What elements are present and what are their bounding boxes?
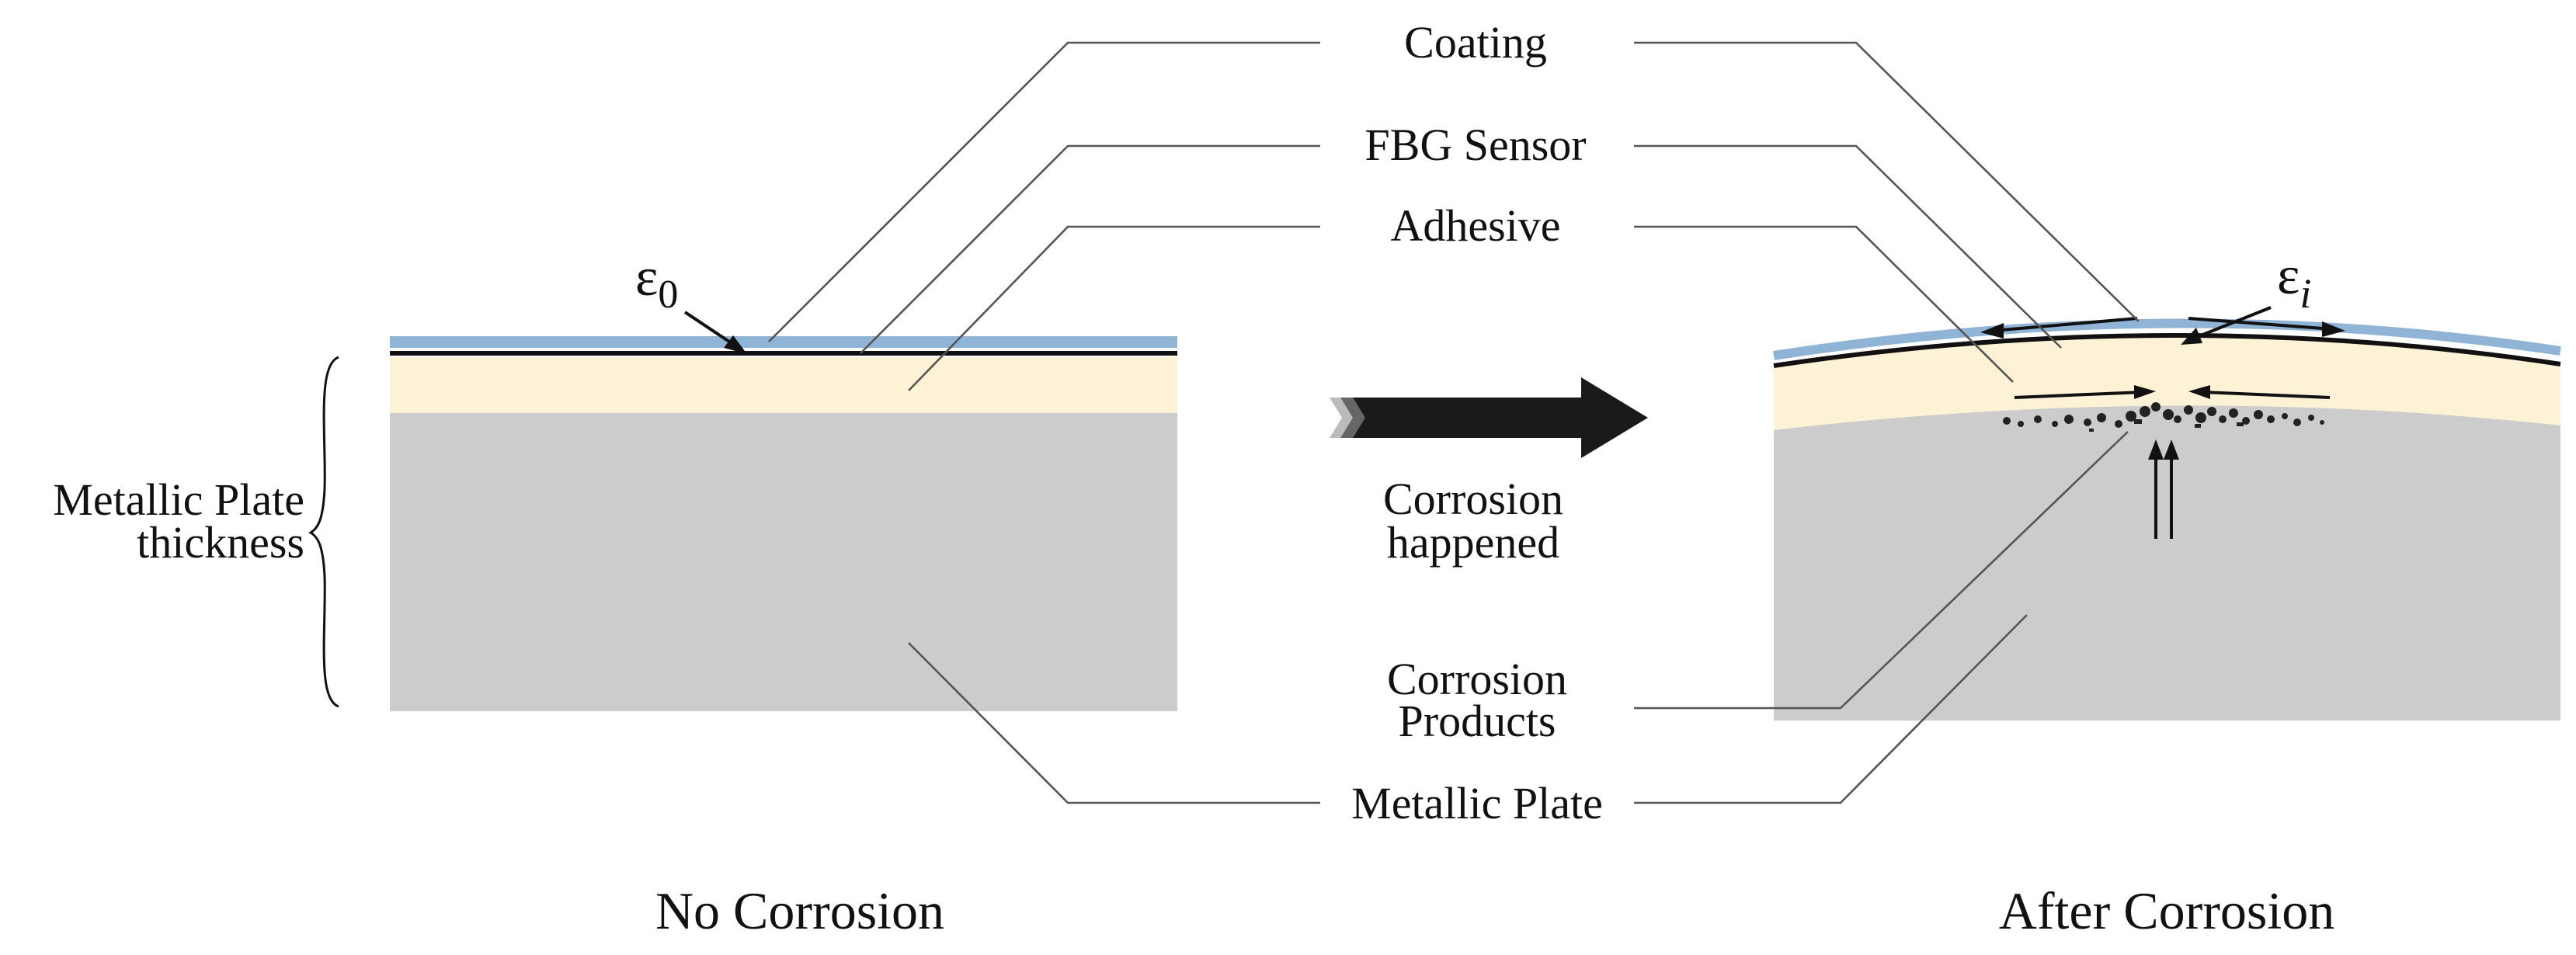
corrosion-products-label-line2: Products <box>1399 696 1556 746</box>
strain-epsilon-i-arrowhead <box>2181 328 2202 345</box>
adhesive-layer-left <box>390 357 1177 413</box>
leader-lines <box>768 41 2140 804</box>
strain-epsilon-i-arrow <box>2192 306 2272 340</box>
specimen-no-corrosion <box>390 336 1177 711</box>
adhesive-label: Adhesive <box>1390 200 1560 251</box>
process-arrow <box>1330 377 1648 458</box>
fbg-sensor-label: FBG Sensor <box>1364 120 1586 170</box>
corrosion-happened-line1: Corrosion <box>1383 474 1563 524</box>
coating-layer-left <box>390 336 1177 348</box>
thickness-label-line1: Metallic Plate <box>53 474 304 525</box>
strain-epsilon-0: ε0 <box>635 248 678 317</box>
thickness-label-line2: thickness <box>137 517 304 568</box>
fbg-sensor-left <box>390 351 1177 356</box>
caption-no-corrosion: No Corrosion <box>655 881 944 940</box>
corrosion-happened-line2: happened <box>1387 517 1559 568</box>
metallic-plate-left <box>390 413 1177 711</box>
corrosion-products-label-line1: Corrosion <box>1387 654 1567 704</box>
fbg-sensor-right <box>1773 333 2561 368</box>
specimen-after-corrosion <box>1773 318 2561 721</box>
coating-layer-right <box>1773 318 2561 360</box>
coating-label: Coating <box>1404 17 1547 68</box>
caption-after-corrosion: After Corrosion <box>1999 881 2334 940</box>
metallic-plate-label: Metallic Plate <box>1351 778 1603 828</box>
strain-arrows-after <box>1980 317 2345 539</box>
corrosion-products <box>2003 402 2324 432</box>
strain-epsilon-0-arrowhead <box>724 335 747 354</box>
adhesive-layer-right <box>1774 333 2560 430</box>
thickness-brace <box>308 356 339 708</box>
strain-epsilon-0-arrow <box>683 311 738 348</box>
strain-epsilon-i: εi <box>2277 246 2311 317</box>
